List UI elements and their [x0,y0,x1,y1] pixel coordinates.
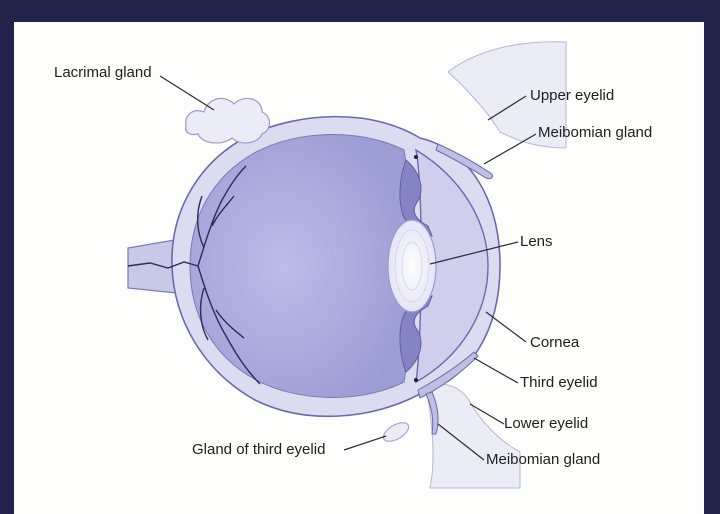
label-meibomian-gland-lower: Meibomian gland [486,451,600,469]
lower-eyelid-shape [426,384,520,488]
label-cornea: Cornea [530,334,579,352]
gland-of-third-eyelid-shape [380,419,411,445]
marker-dot [414,378,418,382]
marker-dot [414,155,418,159]
label-third-eyelid: Third eyelid [520,374,598,392]
lacrimal-gland-shape [186,98,270,142]
label-lacrimal-gland: Lacrimal gland [54,64,152,82]
label-upper-eyelid: Upper eyelid [530,87,614,105]
label-lower-eyelid: Lower eyelid [504,415,588,433]
label-gland-of-third-eyelid: Gland of third eyelid [192,441,325,459]
label-lens: Lens [520,233,553,251]
label-meibomian-gland-upper: Meibomian gland [538,124,652,142]
